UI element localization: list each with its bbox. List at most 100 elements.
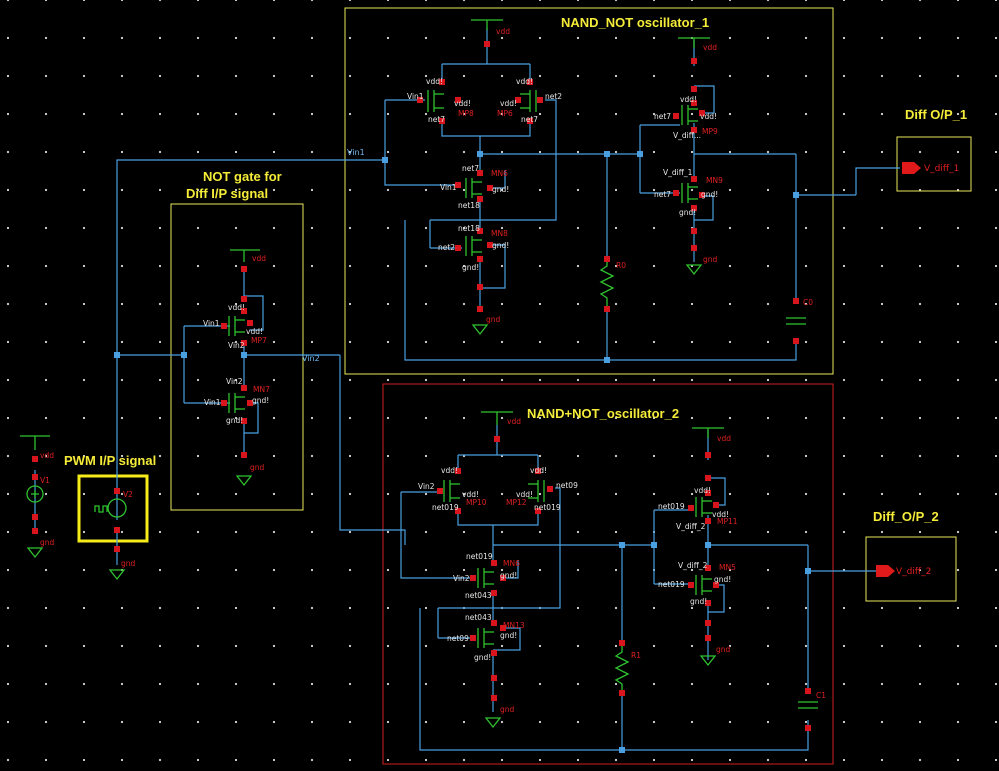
svg-text:net7: net7 xyxy=(654,112,671,121)
svg-text:MP12: MP12 xyxy=(506,498,527,507)
svg-text:C1: C1 xyxy=(816,691,826,700)
svg-text:gnd: gnd xyxy=(500,705,515,714)
svg-text:vdd!: vdd! xyxy=(500,99,517,108)
svg-text:V2: V2 xyxy=(123,490,133,499)
svg-text:vdd!: vdd! xyxy=(712,510,729,519)
svg-text:Vin1: Vin1 xyxy=(203,319,220,328)
svg-text:net18: net18 xyxy=(458,201,480,210)
svg-text:gnd!: gnd! xyxy=(474,653,491,662)
svg-text:MP6: MP6 xyxy=(497,109,513,118)
svg-text:V_diff...: V_diff... xyxy=(673,131,701,140)
svg-text:R1: R1 xyxy=(631,651,641,660)
osc1-title: NAND_NOT oscillator_1 xyxy=(561,15,709,30)
svg-text:gnd!: gnd! xyxy=(701,190,718,199)
svg-text:Vin2: Vin2 xyxy=(226,377,243,386)
svg-text:MP10: MP10 xyxy=(466,498,487,507)
svg-text:Vin2: Vin2 xyxy=(453,574,470,583)
svg-text:gnd!: gnd! xyxy=(462,263,479,272)
out2-net: V_diff_2 xyxy=(896,567,931,577)
svg-text:vdd!: vdd! xyxy=(454,99,471,108)
junctions xyxy=(114,151,811,753)
mosfets xyxy=(228,90,712,648)
svg-text:V_diff_2: V_diff_2 xyxy=(676,522,706,531)
svg-text:MP9: MP9 xyxy=(702,127,718,136)
not-gate-frame xyxy=(170,203,304,511)
svg-text:vdd!: vdd! xyxy=(441,466,458,475)
svg-text:gnd!: gnd! xyxy=(226,416,243,425)
svg-text:MN6: MN6 xyxy=(491,169,508,178)
svg-text:vdd: vdd xyxy=(496,27,510,36)
svg-text:vdd!: vdd! xyxy=(246,327,263,336)
svg-text:vdd!: vdd! xyxy=(516,77,533,86)
svg-text:net2: net2 xyxy=(545,92,562,101)
passives xyxy=(599,260,818,709)
output-pins xyxy=(876,162,921,577)
svg-text:net019: net019 xyxy=(658,580,685,589)
svg-text:net019: net019 xyxy=(658,502,685,511)
svg-text:gnd: gnd xyxy=(40,538,55,547)
svg-text:gnd: gnd xyxy=(486,315,501,324)
svg-text:gnd: gnd xyxy=(250,463,265,472)
svg-text:C0: C0 xyxy=(803,298,813,307)
svg-text:vdd!: vdd! xyxy=(516,490,533,499)
not-gate-title-line2: Diff I/P signal xyxy=(186,186,268,201)
svg-text:vdd!: vdd! xyxy=(462,490,479,499)
svg-text:net18: net18 xyxy=(458,224,480,233)
svg-text:net019: net019 xyxy=(432,503,459,512)
svg-text:net7: net7 xyxy=(462,164,479,173)
svg-text:V1: V1 xyxy=(40,476,50,485)
svg-text:gnd!: gnd! xyxy=(690,597,707,606)
osc2-title: NAND+NOT_oscillator_2 xyxy=(527,406,679,421)
svg-text:net019: net019 xyxy=(534,503,561,512)
svg-text:V_diff_1: V_diff_1 xyxy=(663,168,693,177)
not-gate-title-line1: NOT gate for xyxy=(203,169,282,184)
svg-text:net7: net7 xyxy=(654,190,671,199)
svg-text:gnd!: gnd! xyxy=(492,241,509,250)
svg-text:vdd!: vdd! xyxy=(700,112,717,121)
svg-text:gnd: gnd xyxy=(703,255,718,264)
svg-text:Vin1: Vin1 xyxy=(440,183,457,192)
svg-text:vdd!: vdd! xyxy=(530,466,547,475)
net-label-vin2: Vin2 xyxy=(302,354,320,363)
svg-text:gnd!: gnd! xyxy=(714,575,731,584)
svg-text:V_diff_2: V_diff_2 xyxy=(678,561,708,570)
supply-symbols xyxy=(20,19,724,729)
out1-net: V_diff_1 xyxy=(924,164,959,174)
svg-text:MN8: MN8 xyxy=(491,229,508,238)
svg-text:vdd: vdd xyxy=(252,254,266,263)
svg-text:net09: net09 xyxy=(447,634,469,643)
svg-text:Vin1: Vin1 xyxy=(407,92,424,101)
out2-frame xyxy=(865,536,957,602)
svg-text:vdd: vdd xyxy=(40,451,54,460)
svg-text:net043: net043 xyxy=(465,591,492,600)
svg-text:net09: net09 xyxy=(556,481,578,490)
svg-text:gnd!: gnd! xyxy=(492,185,509,194)
svg-text:net7: net7 xyxy=(521,115,538,124)
svg-text:MN9: MN9 xyxy=(706,176,723,185)
svg-text:gnd!: gnd! xyxy=(679,208,696,217)
svg-text:vdd!: vdd! xyxy=(680,95,697,104)
svg-text:vdd: vdd xyxy=(717,434,731,443)
svg-text:vdd!: vdd! xyxy=(426,77,443,86)
out2-title: Diff_O/P_2 xyxy=(873,509,939,524)
svg-text:net043: net043 xyxy=(465,613,492,622)
svg-text:MP11: MP11 xyxy=(717,517,738,526)
wires-input xyxy=(34,159,406,565)
wires-osc2 xyxy=(400,425,880,751)
svg-text:vdd: vdd xyxy=(703,43,717,52)
svg-text:gnd!: gnd! xyxy=(500,631,517,640)
out1-title: Diff O/P_1 xyxy=(905,107,967,122)
osc2-frame xyxy=(382,383,834,765)
svg-text:gnd!: gnd! xyxy=(252,396,269,405)
svg-text:Vin2: Vin2 xyxy=(228,341,245,350)
svg-text:vdd!: vdd! xyxy=(694,486,711,495)
svg-text:net019: net019 xyxy=(466,552,493,561)
svg-text:MN7: MN7 xyxy=(253,385,270,394)
sources xyxy=(26,485,127,518)
svg-text:MN6: MN6 xyxy=(503,559,520,568)
svg-text:vdd!: vdd! xyxy=(228,303,245,312)
svg-text:Vin1: Vin1 xyxy=(204,398,221,407)
